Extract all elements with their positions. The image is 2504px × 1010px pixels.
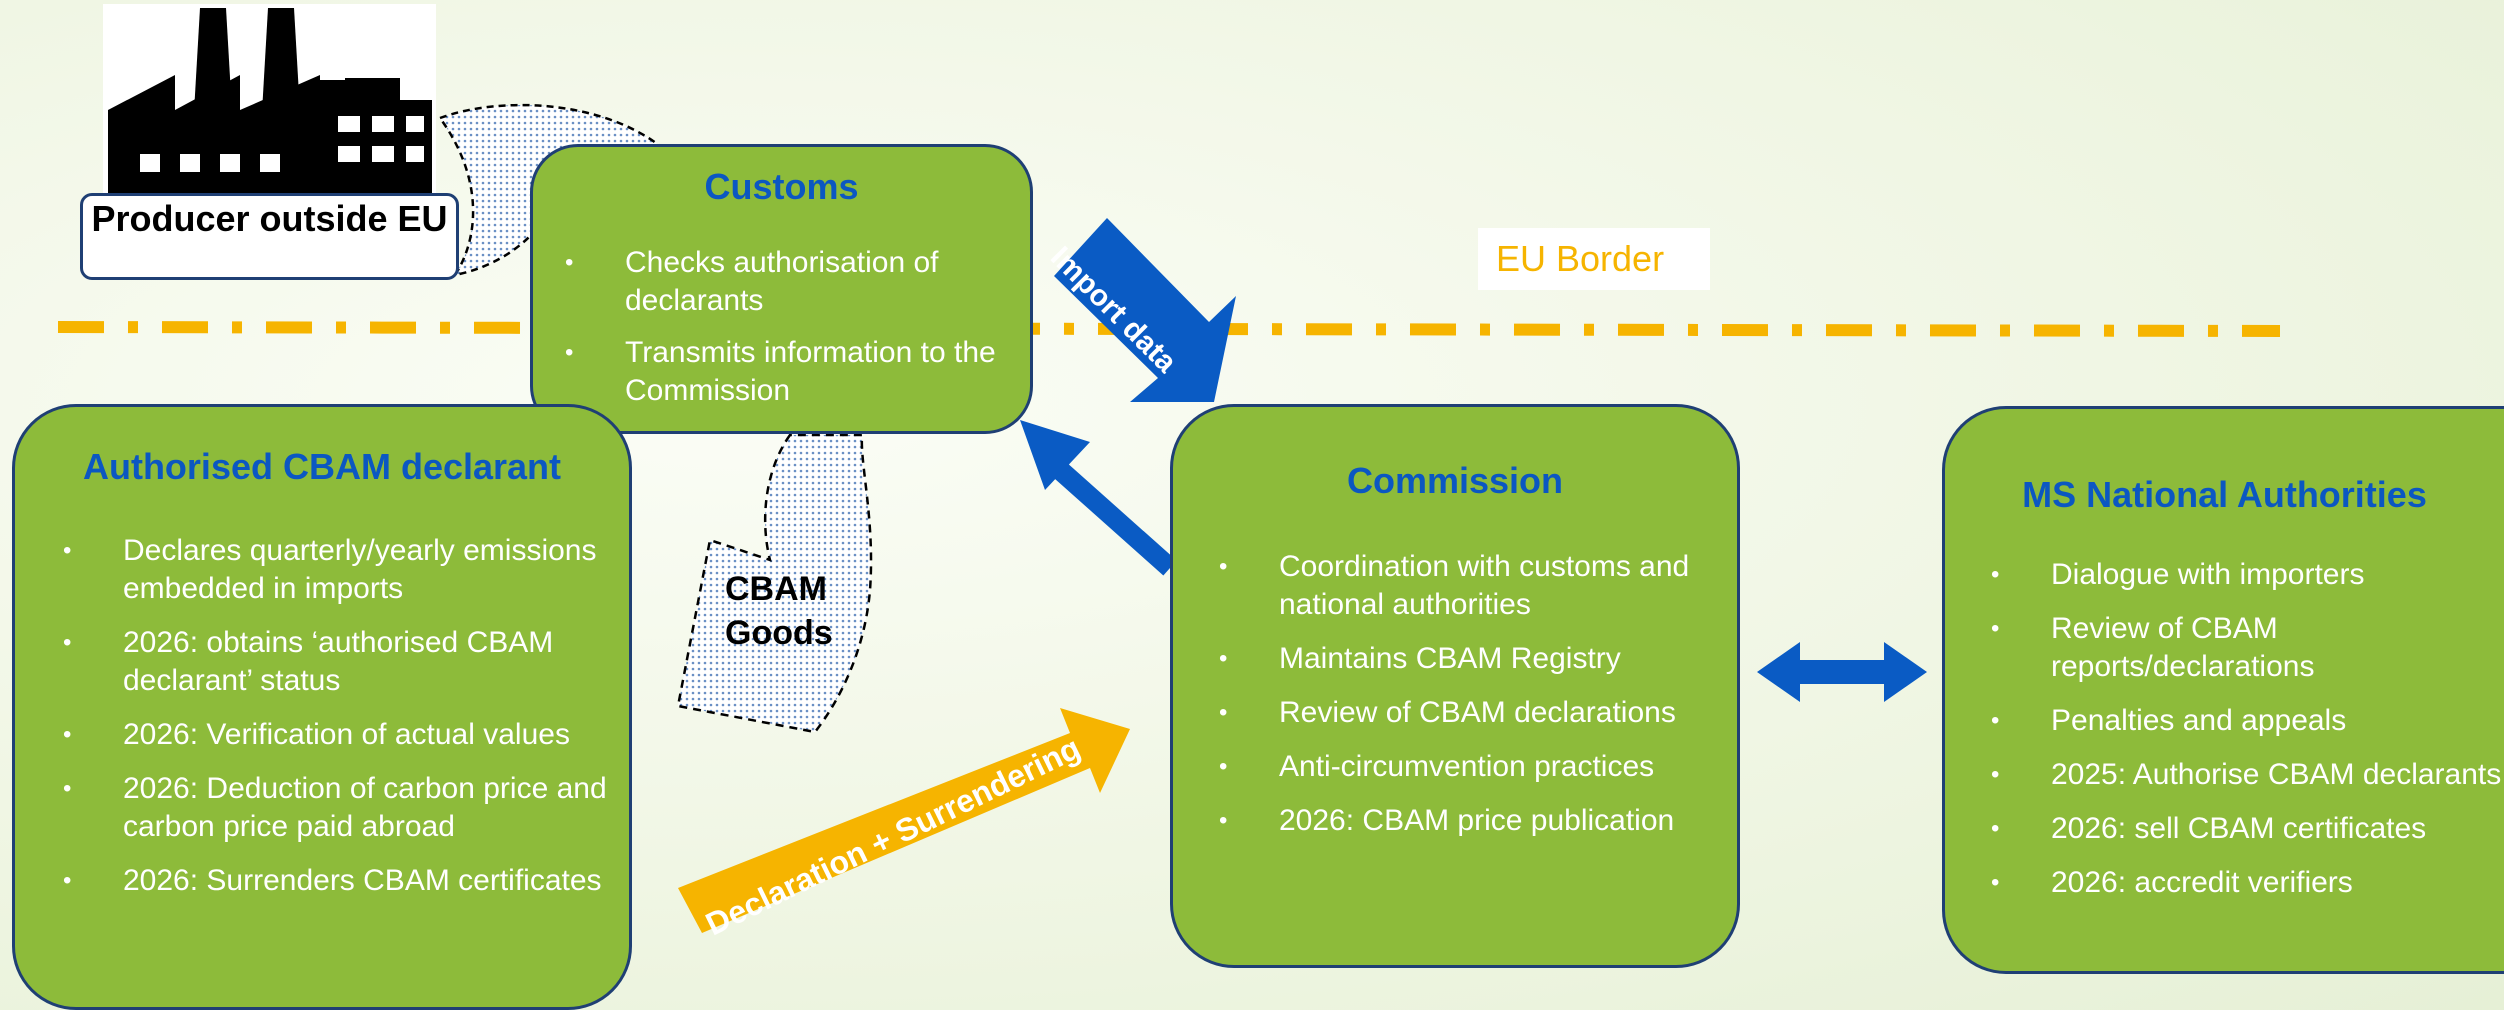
list-item: 2026: obtains ‘authorised CBAM declarant… (15, 624, 629, 700)
declarant-title: Authorised CBAM declarant (82, 446, 562, 487)
list-item: 2026: CBAM price publication (1173, 802, 1737, 840)
factory-icon (103, 4, 436, 194)
list-item: Maintains CBAM Registry (1173, 640, 1737, 678)
list-item: Coordination with customs and national a… (1173, 548, 1737, 624)
list-item: Checks authorisation of declarants (533, 244, 1030, 320)
declarant-list: Declares quarterly/yearly emissions embe… (15, 532, 629, 900)
list-item: Dialogue with importers (1945, 556, 2504, 594)
producer-label: Producer outside EU (80, 193, 459, 280)
ms-national-authorities-box: MS National Authorities Dialogue with im… (1942, 406, 2504, 974)
eu-border-label: EU Border (1478, 228, 1710, 290)
list-item: Penalties and appeals (1945, 702, 2504, 740)
cbam-goods-label: CBAM Goods (725, 570, 833, 652)
declaration-surrendering-arrow (678, 708, 1130, 933)
list-item: Transmits information to the Commission (533, 334, 1030, 410)
declarant-box: Authorised CBAM declarant Declares quart… (12, 404, 632, 1010)
list-item: Anti-circumvention practices (1173, 748, 1737, 786)
list-item: Review of CBAM declarations (1173, 694, 1737, 732)
cbam-goods-arrow (676, 433, 873, 734)
list-item: 2026: sell CBAM certificates (1945, 810, 2504, 848)
list-item: Declares quarterly/yearly emissions embe… (15, 532, 629, 608)
import-data-arrow (1054, 218, 1236, 402)
customs-list: Checks authorisation of declarants Trans… (533, 244, 1030, 410)
customs-title: Customs (704, 166, 859, 207)
commission-title: Commission (1346, 460, 1564, 501)
customs-box: Customs Checks authorisation of declaran… (530, 144, 1033, 434)
commission-box: Commission Coordination with customs and… (1170, 404, 1740, 968)
list-item: 2026: Verification of actual values (15, 716, 629, 754)
list-item: 2026: Surrenders CBAM certificates (15, 862, 629, 900)
double-headed-arrow (1757, 642, 1927, 702)
list-item: Review of CBAM reports/declarations (1945, 610, 2504, 686)
commission-list: Coordination with customs and national a… (1173, 548, 1737, 840)
list-item: 2025: Authorise CBAM declarants (1945, 756, 2504, 794)
msna-title: MS National Authorities (2022, 474, 2427, 515)
list-item: 2026: Deduction of carbon price and carb… (15, 770, 629, 846)
msna-list: Dialogue with importers Review of CBAM r… (1945, 556, 2504, 902)
list-item: 2026: accredit verifiers (1945, 864, 2504, 902)
commission-to-customs-arrow (1020, 420, 1177, 576)
